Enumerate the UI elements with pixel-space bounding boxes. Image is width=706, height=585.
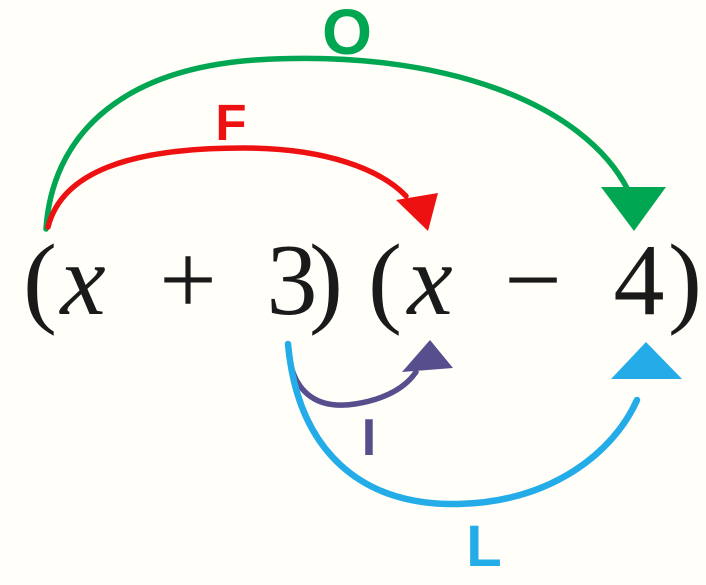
minus-sign: − — [504, 224, 562, 337]
label-first-f: F — [215, 94, 247, 151]
outer-arrow-curve — [43, 55, 631, 232]
last-arrow-curve — [284, 340, 641, 508]
open-paren-2: ( — [368, 224, 402, 337]
inner-arrowhead — [402, 340, 453, 372]
label-inner-i: I — [361, 409, 377, 467]
label-last-l: L — [466, 514, 502, 579]
x-second: x — [407, 224, 453, 337]
close-paren-1: ) — [309, 224, 343, 337]
first-arrow-curve — [45, 145, 409, 230]
first-arrowhead — [396, 193, 438, 231]
open-paren-1: ( — [23, 224, 57, 337]
three: 3 — [266, 224, 318, 337]
label-outer-o: O — [322, 0, 372, 68]
outer-arrowhead — [601, 187, 666, 231]
last-arrowhead — [611, 342, 682, 379]
plus-sign: + — [159, 224, 217, 337]
x-first: x — [60, 224, 106, 337]
close-paren-2: ) — [668, 224, 702, 337]
four: 4 — [613, 224, 665, 337]
